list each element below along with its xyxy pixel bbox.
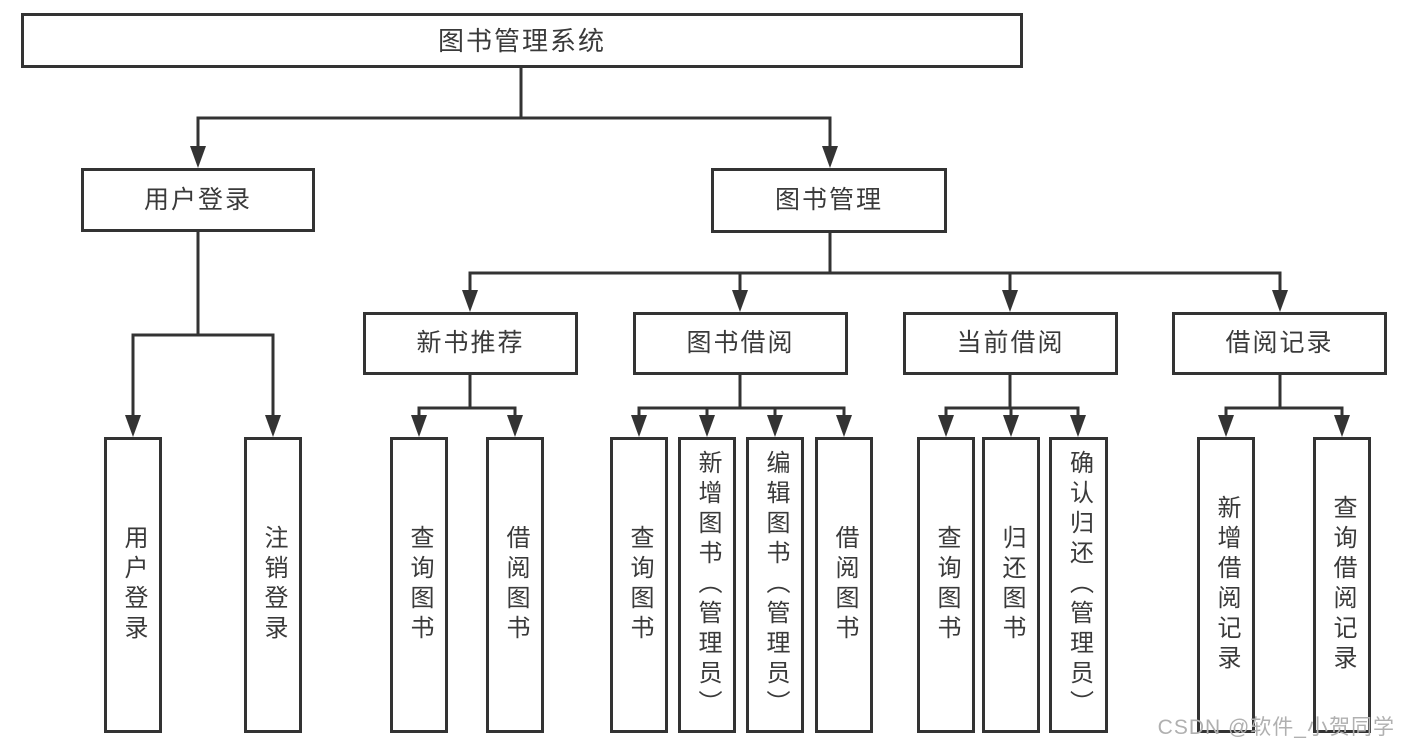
edge-current-borrow-to-children bbox=[938, 375, 1086, 437]
connector-line bbox=[468, 271, 1282, 298]
node-user-login-branch-label: 用户登录 bbox=[143, 185, 252, 214]
arrow-down-icon bbox=[699, 415, 715, 437]
node-leaf-borrow-book-1: 借阅图书 bbox=[486, 437, 544, 733]
arrow-down-icon bbox=[1272, 290, 1288, 312]
edge-root-to-level2 bbox=[190, 68, 838, 168]
node-leaf-user-login: 用户登录 bbox=[104, 437, 162, 733]
node-leaf-return-book: 归还图书 bbox=[982, 437, 1040, 733]
node-leaf-confirm-return-admin-label: 确认归还（管理员） bbox=[1065, 450, 1093, 720]
node-borrow-record: 借阅记录 bbox=[1172, 312, 1387, 375]
arrow-down-icon bbox=[1002, 290, 1018, 312]
arrow-down-icon bbox=[836, 415, 852, 437]
node-leaf-borrow-book-2-label: 借阅图书 bbox=[831, 525, 858, 645]
node-book-mgmt-branch: 图书管理 bbox=[711, 168, 947, 233]
node-leaf-query-book-1: 查询图书 bbox=[390, 437, 448, 733]
node-book-mgmt-branch-label: 图书管理 bbox=[774, 186, 883, 214]
watermark: CSDN @软件_小贺同学 bbox=[1157, 716, 1395, 739]
node-leaf-add-borrow-record-label: 新增借阅记录 bbox=[1213, 495, 1240, 675]
node-leaf-borrow-book-2: 借阅图书 bbox=[815, 437, 873, 733]
node-current-borrow-label: 当前借阅 bbox=[956, 329, 1065, 357]
connector-line bbox=[637, 406, 846, 425]
node-leaf-edit-book-admin-label: 编辑图书（管理员） bbox=[762, 450, 789, 720]
arrow-down-icon bbox=[938, 415, 954, 437]
node-new-book-recommend-label: 新书推荐 bbox=[416, 329, 525, 357]
edge-book-mgmt-to-level3 bbox=[462, 233, 1288, 312]
node-root-label: 图书管理系统 bbox=[437, 25, 606, 56]
arrow-down-icon bbox=[767, 415, 783, 437]
arrow-down-icon bbox=[411, 415, 427, 437]
arrow-down-icon bbox=[1334, 415, 1350, 437]
node-root: 图书管理系统 bbox=[21, 13, 1023, 68]
arrow-down-icon bbox=[732, 290, 748, 312]
node-book-borrow: 图书借阅 bbox=[633, 312, 848, 375]
edge-book-borrow-to-children bbox=[631, 375, 852, 437]
node-leaf-confirm-return-admin: 确认归还（管理员） bbox=[1049, 437, 1108, 733]
arrow-down-icon bbox=[265, 415, 281, 437]
arrow-down-icon bbox=[507, 415, 523, 437]
node-leaf-return-book-label: 归还图书 bbox=[998, 525, 1025, 645]
node-leaf-logout: 注销登录 bbox=[244, 437, 302, 733]
node-leaf-query-book-3: 查询图书 bbox=[917, 437, 975, 733]
arrow-down-icon bbox=[190, 146, 206, 168]
arrow-down-icon bbox=[462, 290, 478, 312]
node-leaf-query-book-2-label: 查询图书 bbox=[626, 525, 653, 645]
arrow-down-icon bbox=[1070, 415, 1086, 437]
node-leaf-logout-label: 注销登录 bbox=[260, 525, 287, 645]
node-leaf-query-book-1-label: 查询图书 bbox=[406, 525, 433, 645]
connector-line bbox=[1224, 406, 1344, 425]
arrow-down-icon bbox=[631, 415, 647, 437]
node-leaf-borrow-book-1-label: 借阅图书 bbox=[502, 525, 529, 645]
arrow-down-icon bbox=[1003, 415, 1019, 437]
connector-line bbox=[131, 333, 275, 425]
arrow-down-icon bbox=[822, 146, 838, 168]
node-current-borrow: 当前借阅 bbox=[903, 312, 1118, 375]
node-leaf-query-book-3-label: 查询图书 bbox=[933, 525, 960, 645]
arrow-down-icon bbox=[1218, 415, 1234, 437]
edge-user-login-to-children bbox=[125, 232, 281, 437]
edge-borrow-record-to-children bbox=[1218, 375, 1350, 437]
arrow-down-icon bbox=[125, 415, 141, 437]
node-leaf-add-book-admin-label: 新增图书（管理员） bbox=[694, 450, 721, 720]
node-user-login-branch: 用户登录 bbox=[81, 168, 315, 232]
node-leaf-edit-book-admin: 编辑图书（管理员） bbox=[746, 437, 804, 733]
connector-line bbox=[196, 116, 832, 154]
node-borrow-record-label: 借阅记录 bbox=[1225, 329, 1334, 357]
connector-line bbox=[417, 406, 517, 425]
node-new-book-recommend: 新书推荐 bbox=[363, 312, 578, 375]
node-leaf-query-book-2: 查询图书 bbox=[610, 437, 668, 733]
node-leaf-add-book-admin: 新增图书（管理员） bbox=[678, 437, 736, 733]
node-book-borrow-label: 图书借阅 bbox=[686, 329, 795, 357]
node-leaf-query-borrow-record: 查询借阅记录 bbox=[1313, 437, 1371, 733]
node-leaf-user-login-label: 用户登录 bbox=[120, 525, 147, 645]
node-leaf-add-borrow-record: 新增借阅记录 bbox=[1197, 437, 1255, 733]
node-leaf-query-borrow-record-label: 查询借阅记录 bbox=[1329, 495, 1356, 675]
edge-new-book-to-children bbox=[411, 375, 523, 437]
